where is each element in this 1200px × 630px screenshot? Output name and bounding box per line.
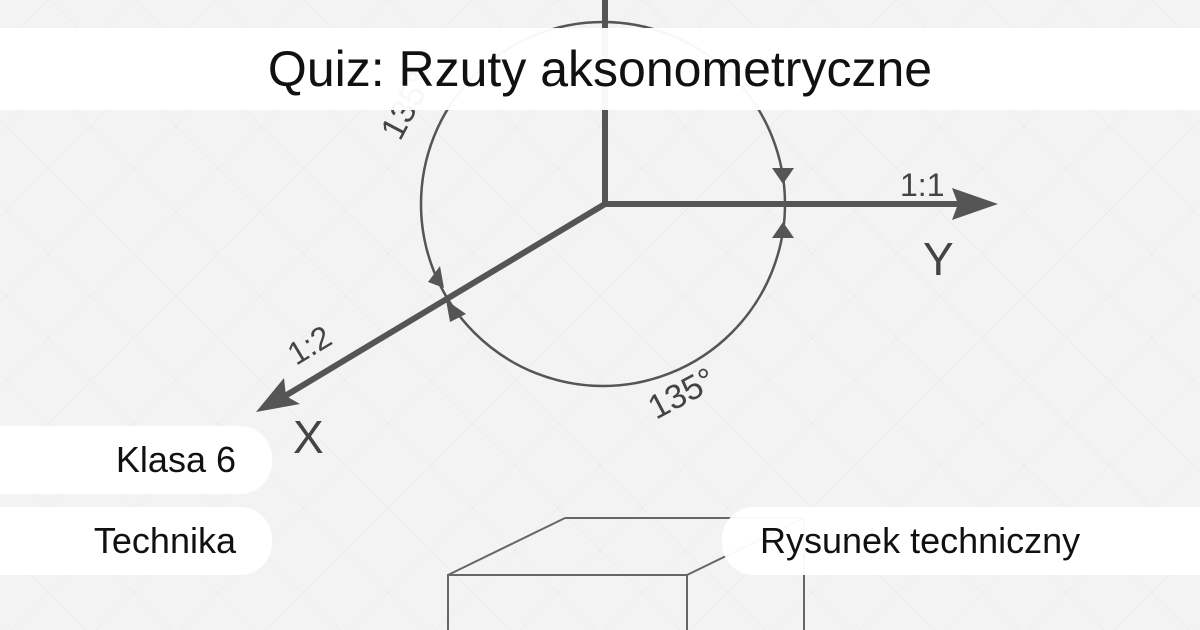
subject-tag-label: Technika [93,520,236,561]
axis-y-label: Y [923,233,954,285]
angle-bottom-label: 135° [642,360,722,427]
arc-arrow-3 [428,266,444,288]
scale-x-label: 1:2 [281,318,338,372]
page-title: Quiz: Rzuty aksonometryczne [267,41,933,97]
x-axis [283,201,607,399]
title-band: Quiz: Rzuty aksonometryczne [0,28,1200,110]
topic-tag: Rysunek techniczny [722,507,1200,575]
y-axis-arrowhead [952,188,998,220]
scale-y-label: 1:1 [900,167,944,203]
grade-tag-label: Klasa 6 [115,439,236,480]
arc-arrow-1 [772,168,794,184]
topic-tag-label: Rysunek techniczny [760,520,1081,561]
x-axis-arrowhead [256,378,300,412]
axis-x-label: X [293,411,324,463]
subject-tag: Technika [0,507,272,575]
arc-arrow-2 [772,222,794,238]
arc-arrow-4 [446,300,466,322]
grade-tag: Klasa 6 [0,426,272,494]
